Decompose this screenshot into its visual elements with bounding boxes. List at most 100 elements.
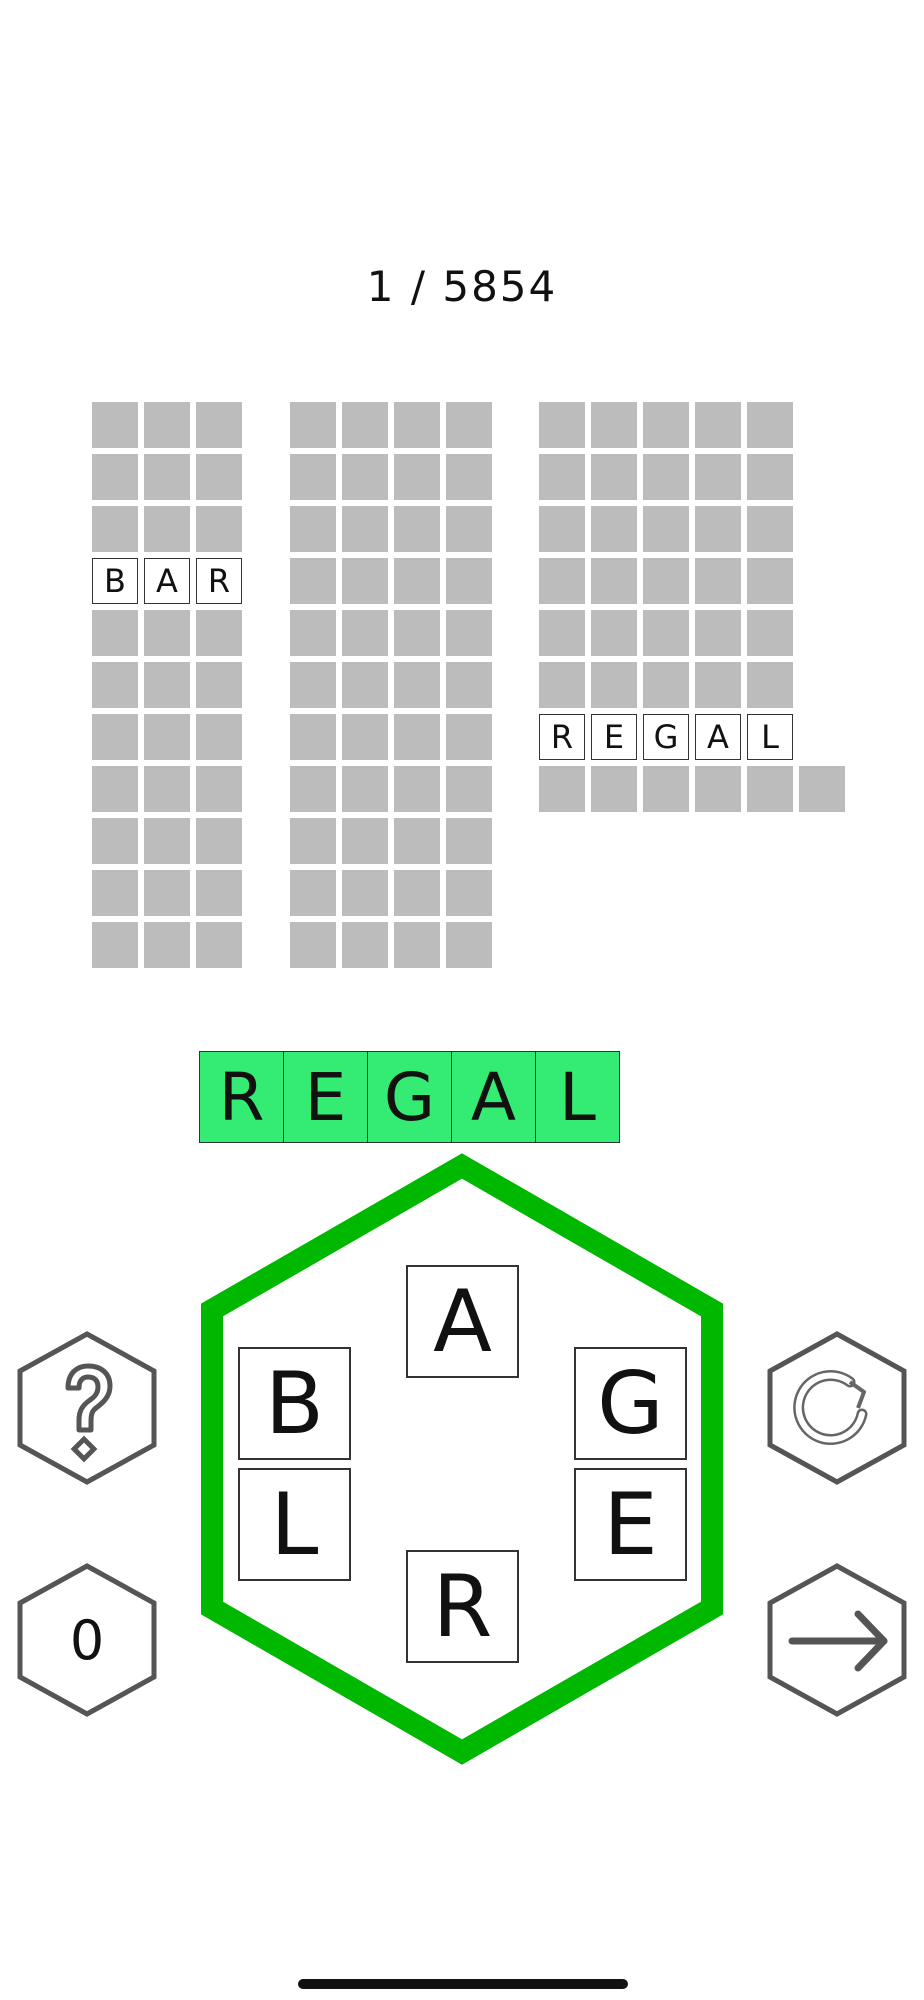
grid-empty-cell (394, 922, 440, 968)
grid-empty-cell (539, 402, 585, 448)
grid-empty-cell (591, 402, 637, 448)
grid-empty-cell (196, 922, 242, 968)
grid-empty-cell (290, 558, 336, 604)
grid-empty-cell (290, 454, 336, 500)
grid-empty-cell (92, 870, 138, 916)
grid-empty-cell (591, 454, 637, 500)
grid-empty-cell (643, 558, 689, 604)
grid-empty-cell (643, 402, 689, 448)
letter-tile-l[interactable]: L (238, 1468, 351, 1581)
grid-empty-cell (539, 766, 585, 812)
grid-empty-cell (196, 506, 242, 552)
grid-empty-cell (591, 610, 637, 656)
current-word-letter: L (535, 1051, 620, 1143)
grid-empty-cell (92, 766, 138, 812)
grid-empty-cell (747, 558, 793, 604)
letter-tile-g[interactable]: G (574, 1347, 687, 1460)
letter-tile-a[interactable]: A (406, 1265, 519, 1378)
refresh-icon (767, 1331, 907, 1485)
grid-empty-cell (144, 454, 190, 500)
grid-empty-cell (342, 714, 388, 760)
grid-empty-cell (695, 454, 741, 500)
grid-empty-cell (695, 610, 741, 656)
grid-empty-cell (394, 766, 440, 812)
grid-empty-cell (290, 402, 336, 448)
grid-empty-cell (695, 506, 741, 552)
grid-empty-cell (92, 662, 138, 708)
grid-empty-cell (342, 402, 388, 448)
current-word-letter: A (451, 1051, 536, 1143)
grid-empty-cell (446, 558, 492, 604)
grid-empty-cell (196, 818, 242, 864)
grid-letter-cell: E (591, 714, 637, 760)
grid-empty-cell (196, 402, 242, 448)
grid-empty-cell (446, 870, 492, 916)
grid-empty-cell (92, 454, 138, 500)
grid-letter-cell: G (643, 714, 689, 760)
grid-empty-cell (290, 818, 336, 864)
grid-empty-cell (290, 714, 336, 760)
grid-empty-cell (643, 454, 689, 500)
home-indicator[interactable] (298, 1979, 628, 1989)
grid-empty-cell (144, 714, 190, 760)
grid-empty-cell (643, 766, 689, 812)
grid-empty-cell (643, 506, 689, 552)
grid-empty-cell (446, 818, 492, 864)
grid-empty-cell (643, 610, 689, 656)
grid-empty-cell (539, 662, 585, 708)
grid-empty-cell (394, 506, 440, 552)
grid-empty-cell (695, 662, 741, 708)
grid-empty-cell (394, 454, 440, 500)
grid-empty-cell (747, 506, 793, 552)
current-word-letter: G (367, 1051, 452, 1143)
grid-empty-cell (591, 558, 637, 604)
grid-empty-cell (394, 558, 440, 604)
grid-empty-cell (92, 818, 138, 864)
shuffle-button[interactable] (766, 1330, 908, 1486)
grid-empty-cell (342, 610, 388, 656)
grid-empty-cell (446, 662, 492, 708)
grid-empty-cell (747, 402, 793, 448)
grid-empty-cell (394, 662, 440, 708)
grid-empty-cell (196, 610, 242, 656)
grid-empty-cell (342, 506, 388, 552)
grid-empty-cell (446, 610, 492, 656)
grid-empty-cell (446, 714, 492, 760)
grid-empty-cell (144, 662, 190, 708)
hexagon-frame-icon (17, 1563, 157, 1717)
grid-empty-cell (591, 506, 637, 552)
grid-empty-cell (196, 870, 242, 916)
grid-empty-cell (695, 766, 741, 812)
grid-empty-cell (92, 922, 138, 968)
grid-empty-cell (290, 610, 336, 656)
grid-empty-cell (539, 558, 585, 604)
grid-empty-cell (394, 870, 440, 916)
grid-empty-cell (196, 714, 242, 760)
grid-empty-cell (342, 870, 388, 916)
grid-empty-cell (144, 402, 190, 448)
grid-empty-cell (446, 766, 492, 812)
grid-empty-cell (591, 662, 637, 708)
grid-empty-cell (539, 610, 585, 656)
current-word-letter: R (199, 1051, 284, 1143)
letter-tile-e[interactable]: E (574, 1468, 687, 1581)
grid-empty-cell (446, 506, 492, 552)
hint-button[interactable] (16, 1330, 158, 1486)
letter-tile-r[interactable]: R (406, 1550, 519, 1663)
grid-empty-cell (144, 766, 190, 812)
grid-empty-cell (747, 766, 793, 812)
grid-empty-cell (290, 870, 336, 916)
grid-empty-cell (747, 610, 793, 656)
counter-button[interactable]: 0 (16, 1562, 158, 1718)
grid-empty-cell (342, 662, 388, 708)
grid-empty-cell (446, 454, 492, 500)
grid-empty-cell (747, 662, 793, 708)
letter-tile-b[interactable]: B (238, 1347, 351, 1460)
grid-empty-cell (144, 922, 190, 968)
arrow-right-icon (767, 1563, 907, 1717)
next-button[interactable] (766, 1562, 908, 1718)
counter-value: 0 (69, 1608, 105, 1672)
question-mark-icon (17, 1331, 157, 1485)
grid-empty-cell (342, 818, 388, 864)
grid-empty-cell (290, 766, 336, 812)
